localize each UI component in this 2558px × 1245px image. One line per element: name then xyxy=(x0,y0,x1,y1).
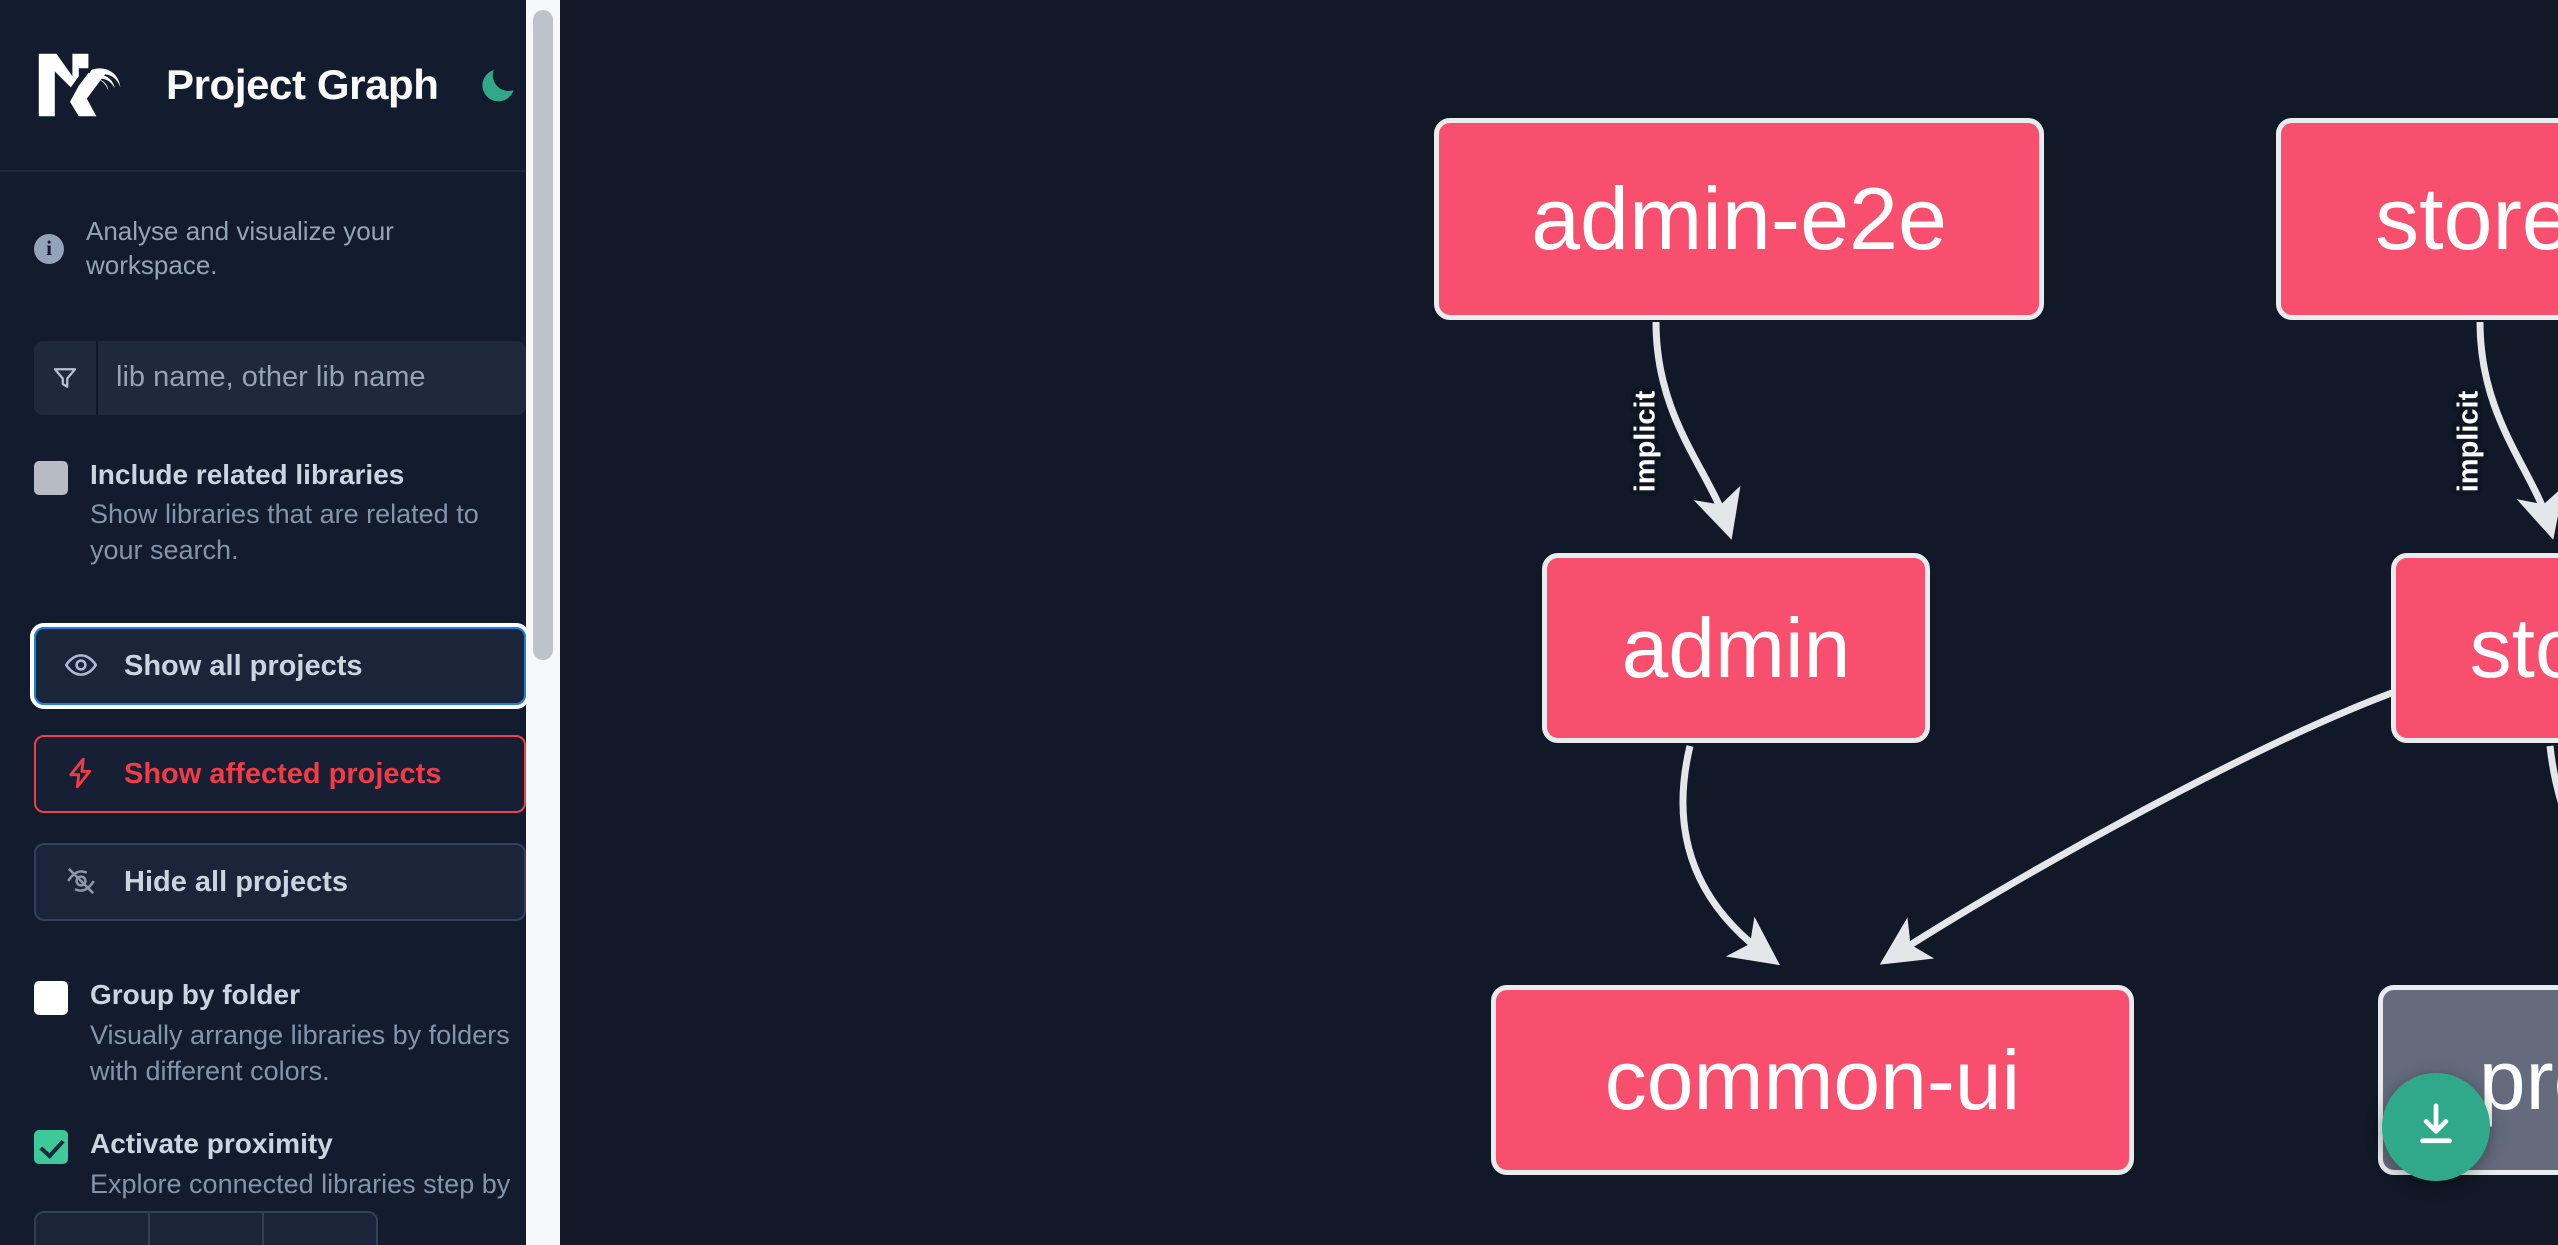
funnel-icon xyxy=(34,340,98,415)
activate-proximity-checkbox[interactable] xyxy=(34,1129,68,1164)
checkbox-group-by-folder[interactable]: Group by folder Visually arrange librari… xyxy=(34,977,526,1090)
show-all-projects-button[interactable]: Show all projects xyxy=(30,623,530,710)
proximity-step-value[interactable] xyxy=(150,1213,264,1245)
edge-label-store-implicit: implicit xyxy=(2452,390,2485,493)
node-label: common-ui xyxy=(1604,1032,2021,1127)
group-by-folder-checkbox[interactable] xyxy=(34,981,68,1016)
nx-logo-icon xyxy=(34,50,130,120)
proximity-step-controls[interactable] xyxy=(34,1211,378,1245)
info-banner: i Analyse and visualize your workspace. xyxy=(34,215,526,283)
edge-label-admin-implicit: implicit xyxy=(1629,390,1662,493)
node-label: admin-e2e xyxy=(1531,169,1947,268)
graph-edges xyxy=(1652,321,2558,966)
checkbox-description: Show libraries that are related to your … xyxy=(90,499,479,566)
page-title: Project Graph xyxy=(166,61,439,108)
sidebar: Project Graph i Analyse and visualize yo… xyxy=(0,0,560,1245)
spacer xyxy=(34,921,526,939)
node-label: products xyxy=(2478,1032,2558,1127)
node-label: admin xyxy=(1621,600,1851,695)
node-label: store-e2e xyxy=(2375,169,2558,268)
show-affected-projects-label: Show affected projects xyxy=(124,757,442,790)
show-all-projects-label: Show all projects xyxy=(124,649,363,682)
checkbox-label: Group by folder xyxy=(90,979,300,1011)
sidebar-scrollbar-thumb[interactable] xyxy=(533,10,553,660)
graph-node-admin-e2e[interactable]: admin-e2e xyxy=(1434,118,2044,320)
eye-icon xyxy=(64,648,98,685)
edge-store-e2e-to-store xyxy=(2476,321,2558,540)
graph-canvas[interactable]: admin-e2e store-e2e admin store common-u… xyxy=(560,0,2558,1245)
checkbox-label: Include related libraries xyxy=(90,458,405,490)
hide-all-projects-label: Hide all projects xyxy=(124,865,349,898)
filter-field[interactable] xyxy=(34,340,526,415)
node-label: store xyxy=(2469,600,2558,695)
graph-node-store-e2e[interactable]: store-e2e xyxy=(2276,118,2558,320)
graph-node-admin[interactable]: admin xyxy=(1542,553,1930,743)
download-icon xyxy=(2409,1098,2463,1157)
download-graph-button[interactable] xyxy=(2382,1073,2490,1181)
sidebar-header: Project Graph xyxy=(0,0,560,172)
proximity-step-increase[interactable] xyxy=(264,1213,376,1245)
edge-store-to-products xyxy=(2546,745,2558,804)
graph-node-common-ui[interactable]: common-ui xyxy=(1491,985,2134,1175)
checkbox-label: Activate proximity xyxy=(90,1127,333,1159)
edge-admin-to-common-ui xyxy=(1679,745,1780,966)
moon-icon[interactable] xyxy=(475,62,521,108)
show-affected-projects-button[interactable]: Show affected projects xyxy=(34,735,526,814)
edge-store-to-common-ui xyxy=(1879,686,2402,965)
graph-node-store[interactable]: store xyxy=(2391,553,2558,743)
proximity-step-decrease[interactable] xyxy=(36,1213,150,1245)
info-text: Analyse and visualize your workspace. xyxy=(86,216,394,280)
eye-off-icon xyxy=(64,864,98,901)
lightning-bolt-icon xyxy=(64,756,98,793)
search-input[interactable] xyxy=(98,340,526,415)
sidebar-body: i Analyse and visualize your workspace. … xyxy=(0,215,560,1239)
info-icon: i xyxy=(34,233,64,264)
checkbox-include-related-libraries[interactable]: Include related libraries Show libraries… xyxy=(34,457,526,570)
sidebar-scrollbar[interactable] xyxy=(526,0,560,1245)
hide-all-projects-button[interactable]: Hide all projects xyxy=(34,843,526,922)
checkbox-description: Visually arrange libraries by folders wi… xyxy=(90,1020,510,1086)
include-related-libraries-checkbox[interactable] xyxy=(34,460,68,495)
edge-admin-e2e-to-admin xyxy=(1652,321,1741,540)
